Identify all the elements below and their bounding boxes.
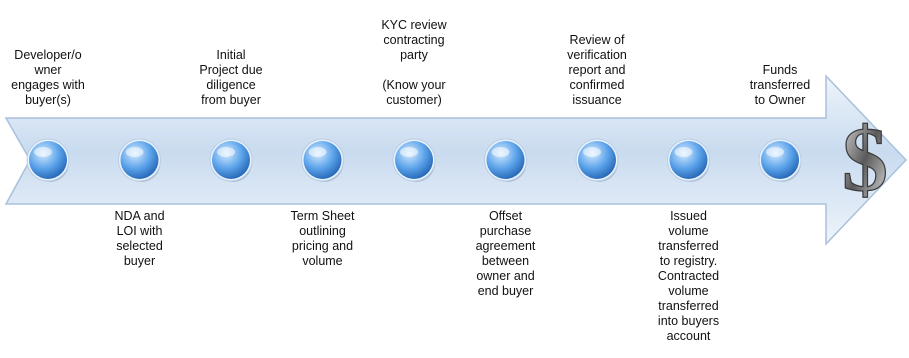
step-label-6: Offset purchase agreement between owner …: [475, 209, 536, 298]
step-label-2: NDA and LOI with selected buyer: [114, 209, 165, 268]
arrow-body: [4, 74, 908, 246]
step-dot-6: [484, 138, 527, 182]
step-label-7: Review of verification report and confir…: [567, 33, 627, 107]
step-dot-2: [118, 138, 161, 182]
step-dot-3: [209, 138, 253, 182]
step-label-3: Initial Project due diligence from buyer: [199, 48, 263, 107]
step-dot-9: [758, 138, 802, 182]
step-dot-8: [667, 138, 710, 182]
step-dot-1: [26, 138, 70, 182]
step-label-1: Developer/o wner engages with buyer(s): [11, 48, 85, 107]
svg-text:$: $: [842, 108, 888, 210]
step-dot-4: [301, 138, 344, 182]
dollar-sign-icon: $: [841, 107, 888, 210]
step-label-5: KYC review contracting party (Know your …: [381, 18, 447, 107]
step-label-4: Term Sheet outlining pricing and volume: [290, 209, 355, 268]
step-label-8: Issued volume transferred to registry. C…: [657, 209, 720, 343]
step-dot-7: [575, 138, 619, 182]
step-dot-5: [392, 138, 436, 182]
step-label-9: Funds transferred to Owner: [749, 63, 811, 107]
